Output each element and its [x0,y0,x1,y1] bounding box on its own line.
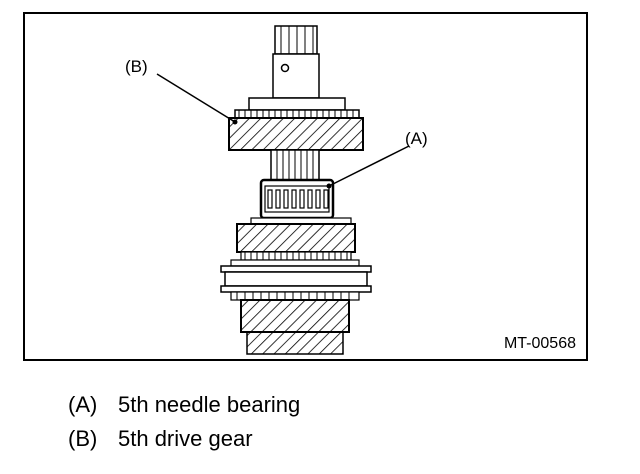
leader-dot-a [326,183,332,189]
legend-text-a: 5th needle bearing [118,392,301,417]
shaft-middle [270,149,320,181]
callout-b: (B) [125,57,148,76]
figure-frame: (B) (A) MT-00568 [23,12,588,361]
needle-bearing-a [259,178,335,220]
shaft-top [272,25,320,99]
leader-dot-b [232,119,238,125]
legend-key-b: (B) [68,426,98,451]
callout-a: (A) [405,129,428,148]
leader-line-b [156,73,236,123]
leader-line-a [328,145,410,187]
drive-gear-b [228,97,364,151]
legend-item-b: (B) 5th drive gear [68,422,300,456]
legend-item-a: (A) 5th needle bearing [68,388,300,422]
figure-code: MT-00568 [503,335,576,352]
shaft-assembly-diagram: (B) (A) [125,25,428,355]
lower-gear-stack [220,217,372,355]
legend: (A) 5th needle bearing (B) 5th drive gea… [68,388,300,456]
legend-text-b: 5th drive gear [118,426,253,451]
legend-key-a: (A) [68,392,98,417]
